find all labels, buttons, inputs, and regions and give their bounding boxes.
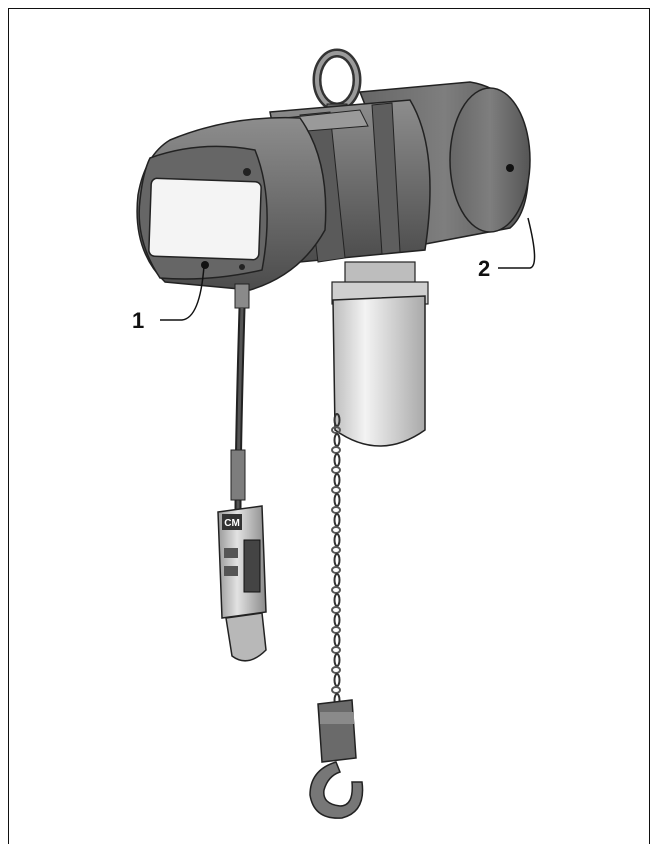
chain-link	[335, 534, 340, 546]
chain-link	[332, 527, 340, 533]
canister	[332, 262, 428, 446]
chain-link	[335, 434, 340, 446]
chain-link	[335, 674, 340, 686]
callout-2-label: 2	[478, 256, 490, 281]
chain-link	[335, 574, 340, 586]
hook-block	[310, 700, 363, 818]
pendant-cable	[231, 284, 249, 512]
load-chain	[332, 414, 340, 706]
name-plate	[149, 178, 262, 260]
chain-link	[335, 594, 340, 606]
chain-link	[332, 447, 340, 453]
chain-link	[332, 647, 340, 653]
chain-link	[335, 554, 340, 566]
chain-link	[332, 667, 340, 673]
chain-link	[332, 507, 340, 513]
chain-link	[332, 467, 340, 473]
chain-link	[332, 627, 340, 633]
chain-link	[332, 587, 340, 593]
chain-link	[332, 567, 340, 573]
hook-icon	[310, 762, 363, 818]
chain-link	[335, 514, 340, 526]
chain-link	[335, 654, 340, 666]
chain-link	[332, 687, 340, 693]
chain-link	[332, 487, 340, 493]
chain-link	[335, 454, 340, 466]
chain-link	[335, 474, 340, 486]
screw-point-1	[201, 261, 209, 269]
pendant-badge: CM	[224, 518, 240, 529]
pendant-control: CM	[218, 506, 266, 661]
motor-housing	[137, 118, 326, 290]
chain-link	[335, 614, 340, 626]
chain-link	[335, 634, 340, 646]
chain-link	[335, 494, 340, 506]
callout-1-label: 1	[132, 308, 144, 333]
chain-link	[332, 547, 340, 553]
chain-link	[332, 607, 340, 613]
